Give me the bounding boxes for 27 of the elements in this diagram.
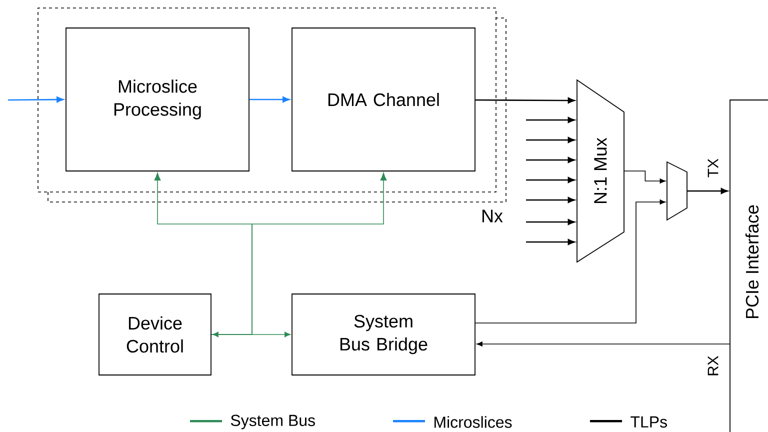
legend-label: System Bus: [230, 414, 315, 430]
interface-box: PCIe Interface: [730, 100, 768, 432]
process-box: Microslice Processing: [66, 28, 250, 172]
edge-label: RX: [706, 354, 720, 378]
arrow: [526, 137, 575, 143]
arrow: [526, 157, 575, 163]
arrow: [475, 200, 666, 324]
arrow: [8, 96, 64, 103]
arrow: [526, 219, 575, 225]
arrow: [211, 172, 387, 335]
arrow: [476, 342, 730, 346]
arrow: [249, 96, 290, 102]
process-box: DMA Channel: [292, 28, 476, 172]
arrow: [212, 332, 290, 338]
arrow: [526, 177, 575, 183]
legend-label: Microslices: [434, 416, 512, 428]
arrow: [475, 97, 575, 104]
arrow: [624, 170, 666, 184]
edge-label: TX: [706, 157, 720, 179]
legend-label: TLPs: [630, 416, 667, 428]
arrow: [687, 188, 728, 194]
process-box: Device Control: [98, 294, 212, 376]
arrow: [526, 117, 575, 123]
arrow: [526, 197, 575, 203]
multiplicity-label: Nx: [482, 210, 503, 222]
arrow: [526, 239, 575, 245]
process-box: System Bus Bridge: [292, 294, 476, 376]
